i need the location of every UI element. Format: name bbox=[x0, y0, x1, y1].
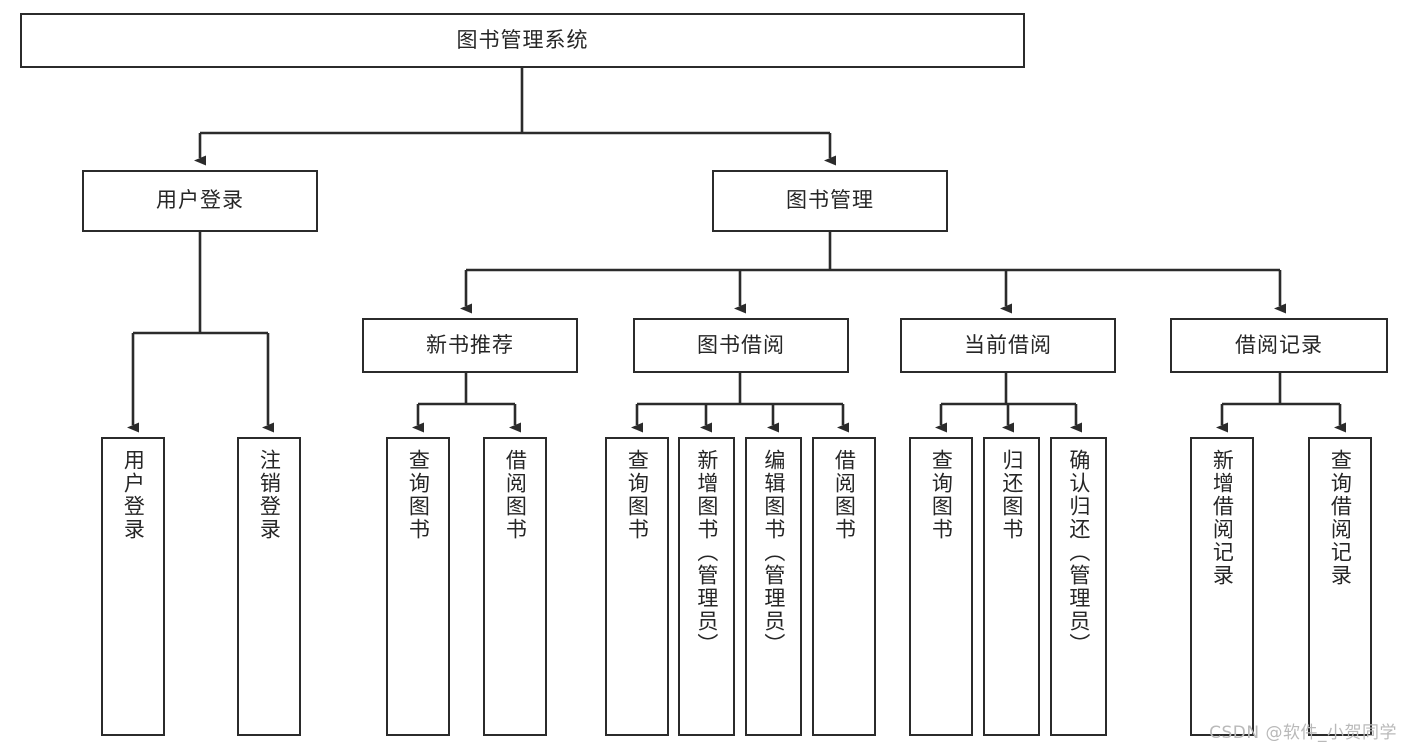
leaf-label: 确认归还（管理员） bbox=[1066, 449, 1091, 656]
leaf-add-book-admin[interactable]: 新增图书（管理员） bbox=[678, 437, 735, 736]
leaf-query-book-new-rec[interactable]: 查询图书 bbox=[386, 437, 450, 736]
node-book-management[interactable]: 图书管理 bbox=[712, 170, 948, 232]
leaf-label: 新增借阅记录 bbox=[1210, 449, 1235, 587]
leaf-borrow-book-new-rec[interactable]: 借阅图书 bbox=[483, 437, 547, 736]
leaf-label: 编辑图书（管理员） bbox=[761, 449, 786, 656]
node-book-borrowing[interactable]: 图书借阅 bbox=[633, 318, 849, 373]
leaf-query-borrow-record[interactable]: 查询借阅记录 bbox=[1308, 437, 1372, 736]
leaf-label: 查询图书 bbox=[929, 449, 954, 541]
leaf-label: 注销登录 bbox=[257, 449, 282, 541]
leaf-query-book-borrowing[interactable]: 查询图书 bbox=[605, 437, 669, 736]
leaf-query-book-current[interactable]: 查询图书 bbox=[909, 437, 973, 736]
leaf-confirm-return-admin[interactable]: 确认归还（管理员） bbox=[1050, 437, 1107, 736]
leaf-borrow-book-borrowing[interactable]: 借阅图书 bbox=[812, 437, 876, 736]
leaf-edit-book-admin[interactable]: 编辑图书（管理员） bbox=[745, 437, 802, 736]
leaf-label: 借阅图书 bbox=[503, 449, 528, 541]
leaf-label: 查询图书 bbox=[406, 449, 431, 541]
leaf-logout[interactable]: 注销登录 bbox=[237, 437, 301, 736]
leaf-add-borrow-record[interactable]: 新增借阅记录 bbox=[1190, 437, 1254, 736]
node-new-book-recommendation[interactable]: 新书推荐 bbox=[362, 318, 578, 373]
csdn-watermark: CSDN @软件_小贺同学 bbox=[1209, 723, 1397, 743]
leaf-label: 用户登录 bbox=[121, 449, 146, 541]
leaf-user-login[interactable]: 用户登录 bbox=[101, 437, 165, 736]
node-root-book-management-system[interactable]: 图书管理系统 bbox=[20, 13, 1025, 68]
leaf-label: 查询借阅记录 bbox=[1328, 449, 1353, 587]
node-borrow-records[interactable]: 借阅记录 bbox=[1170, 318, 1388, 373]
leaf-label: 查询图书 bbox=[625, 449, 650, 541]
node-current-borrowing[interactable]: 当前借阅 bbox=[900, 318, 1116, 373]
leaf-label: 新增图书（管理员） bbox=[694, 449, 719, 656]
leaf-label: 归还图书 bbox=[999, 449, 1024, 541]
leaf-label: 借阅图书 bbox=[832, 449, 857, 541]
leaf-return-book[interactable]: 归还图书 bbox=[983, 437, 1040, 736]
node-user-login[interactable]: 用户登录 bbox=[82, 170, 318, 232]
